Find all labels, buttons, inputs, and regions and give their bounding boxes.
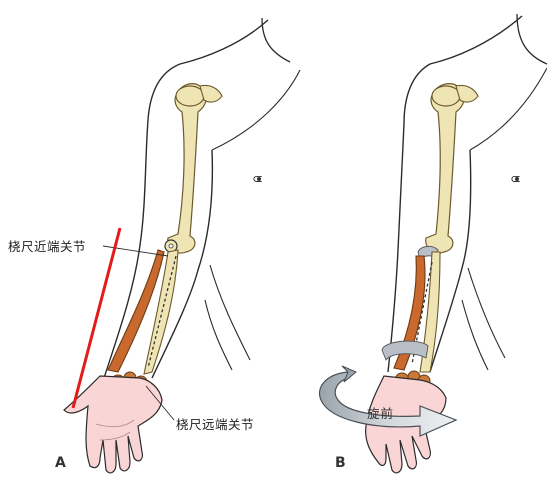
right-nipple-dot (515, 177, 519, 181)
right-torso-side (462, 268, 505, 370)
panel-label-b: B (335, 455, 346, 471)
left-nipple-dot (257, 177, 261, 181)
right-humeral-head (432, 86, 460, 106)
left-humerus (168, 84, 207, 253)
left-figure: ⊂ (64, 18, 300, 473)
pronation-label: 旋前 (367, 403, 394, 422)
right-humerus (426, 84, 465, 253)
left-torso-side (205, 265, 250, 370)
panel-label-a: A (55, 455, 66, 471)
left-humeral-head (176, 86, 204, 106)
distal-radioulnar-joint-label: 桡尺远端关节 (176, 414, 254, 433)
proximal-radioulnar-joint-label: 桡尺近端关节 (8, 236, 86, 255)
left-torso-outline (262, 18, 290, 62)
right-chest-outline (470, 68, 547, 150)
right-shoulder-outline (388, 16, 522, 372)
left-chest-outline (212, 70, 300, 150)
right-figure: ⊂ (320, 14, 547, 473)
right-torso-outline (517, 14, 547, 64)
